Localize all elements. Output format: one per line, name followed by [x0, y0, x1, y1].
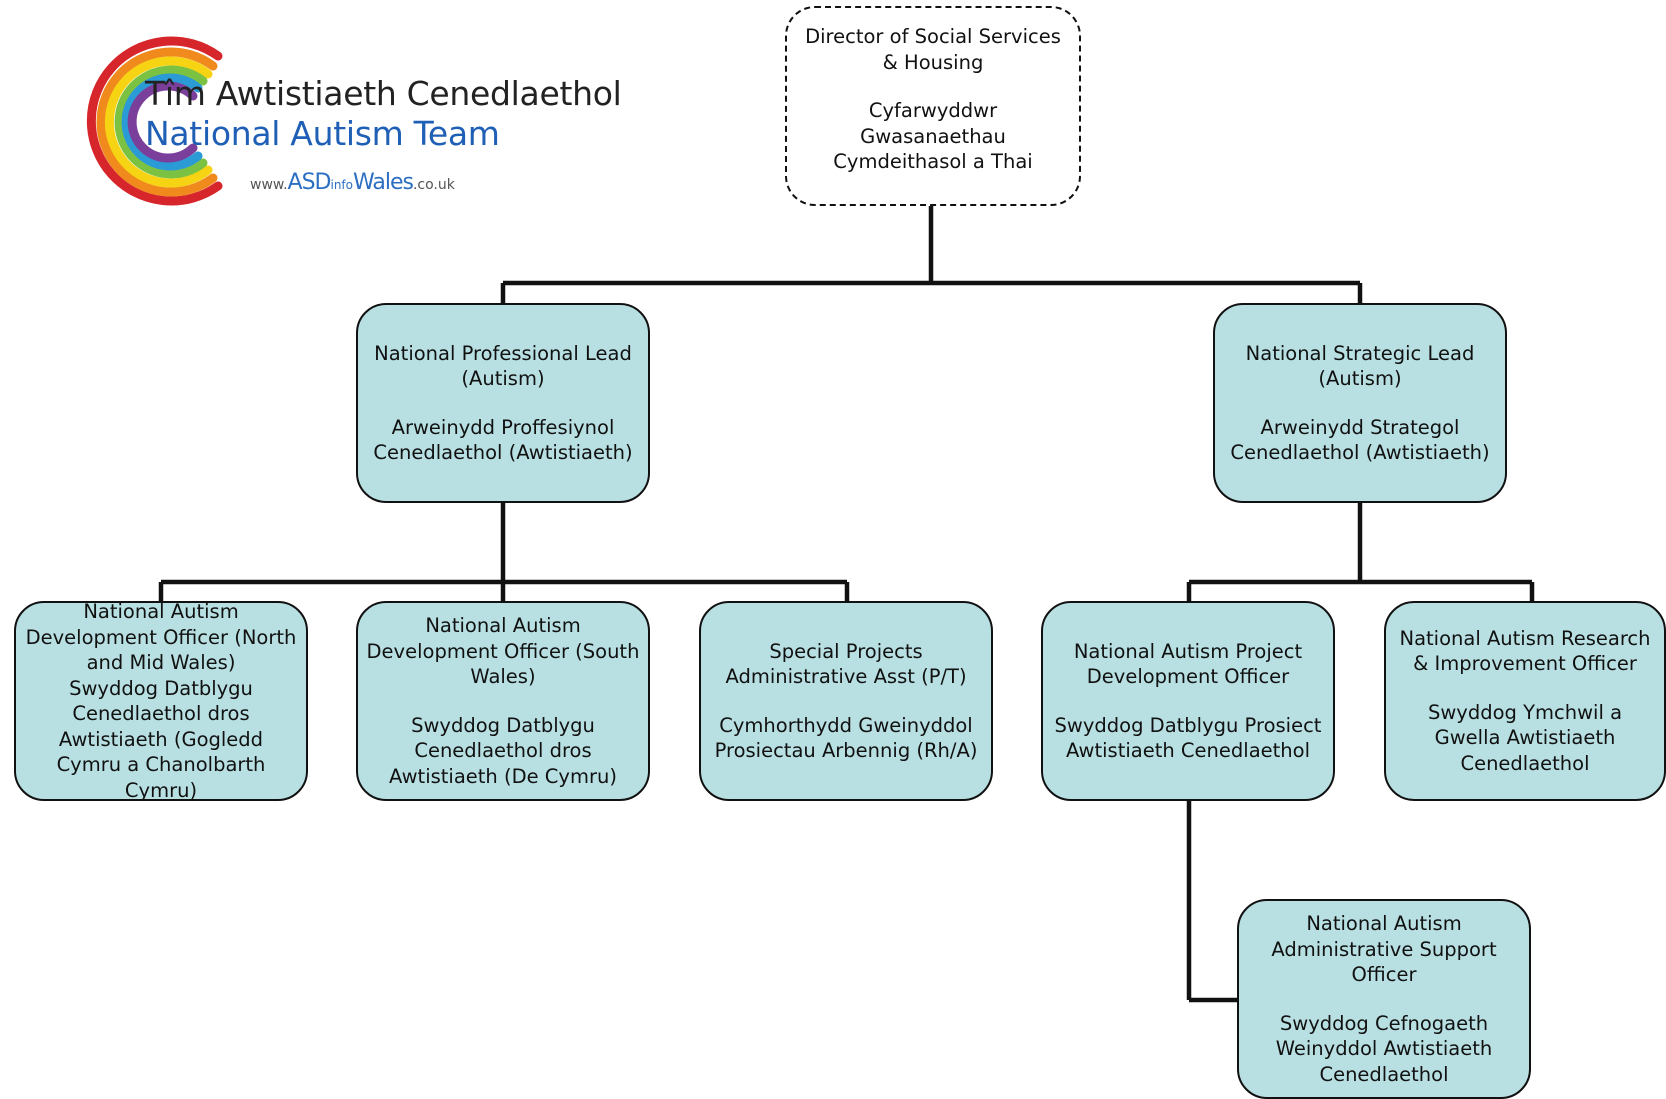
node-dev-officer-north-en: National Autism Development Officer (Nor… [25, 600, 297, 674]
node-project-dev-officer: National Autism Project Development Offi… [1041, 601, 1335, 801]
node-research-officer: National Autism Research & Improvement O… [1384, 601, 1666, 801]
node-research-officer-cy: Swyddog Ymchwil a Gwella Awtistiaeth Cen… [1427, 700, 1623, 775]
logo-url: www.ASDinfoWales.co.uk [250, 170, 455, 195]
node-strategic-lead-en: National Strategic Lead (Autism) [1245, 341, 1475, 391]
logo: Tîm Awtistiaeth Cenedlaethol National Au… [40, 18, 640, 228]
node-professional-lead-en: National Professional Lead (Autism) [374, 341, 632, 391]
node-project-dev-officer-cy: Swyddog Datblygu Prosiect Awtistiaeth Ce… [1054, 713, 1322, 763]
logo-welsh-title: Tîm Awtistiaeth Cenedlaethol [145, 74, 622, 113]
node-strategic-lead: National Strategic Lead (Autism) Arweiny… [1213, 303, 1507, 503]
node-project-dev-officer-en: National Autism Project Development Offi… [1073, 639, 1303, 689]
node-dev-officer-south-cy: Swyddog Datblygu Cenedlaethol dros Awtis… [389, 713, 617, 788]
node-strategic-lead-cy: Arweinydd Strategol Cenedlaethol (Awtist… [1230, 415, 1490, 465]
rainbow-ring-icon [86, 36, 223, 206]
node-dev-officer-south-en: National Autism Development Officer (Sou… [366, 614, 640, 688]
node-dev-officer-south: National Autism Development Officer (Sou… [356, 601, 650, 801]
node-special-projects: Special Projects Administrative Asst (P/… [699, 601, 993, 801]
node-admin-support-officer-cy: Swyddog Cefnogaeth Weinyddol Awtistiaeth… [1275, 1011, 1493, 1086]
node-admin-support-officer: National Autism Administrative Support O… [1237, 899, 1531, 1099]
node-professional-lead-cy: Arweinydd Proffesiynol Cenedlaethol (Awt… [373, 415, 633, 465]
node-director-en: Director of Social Services & Housing [805, 25, 1061, 74]
node-research-officer-en: National Autism Research & Improvement O… [1399, 626, 1651, 676]
node-special-projects-cy: Cymhorthydd Gweinyddol Prosiectau Arbenn… [714, 713, 978, 763]
node-dev-officer-north-cy: Swyddog Datblygu Cenedlaethol dros Awtis… [56, 676, 266, 802]
node-special-projects-en: Special Projects Administrative Asst (P/… [725, 639, 967, 689]
node-professional-lead: National Professional Lead (Autism) Arwe… [356, 303, 650, 503]
node-director: Director of Social Services & Housing Cy… [785, 6, 1081, 206]
logo-english-title: National Autism Team [145, 114, 500, 153]
node-admin-support-officer-en: National Autism Administrative Support O… [1271, 912, 1497, 986]
node-director-cy: Cyfarwyddwr Gwasanaethau Cymdeithasol a … [833, 99, 1033, 173]
node-dev-officer-north: National Autism Development Officer (Nor… [14, 600, 308, 802]
